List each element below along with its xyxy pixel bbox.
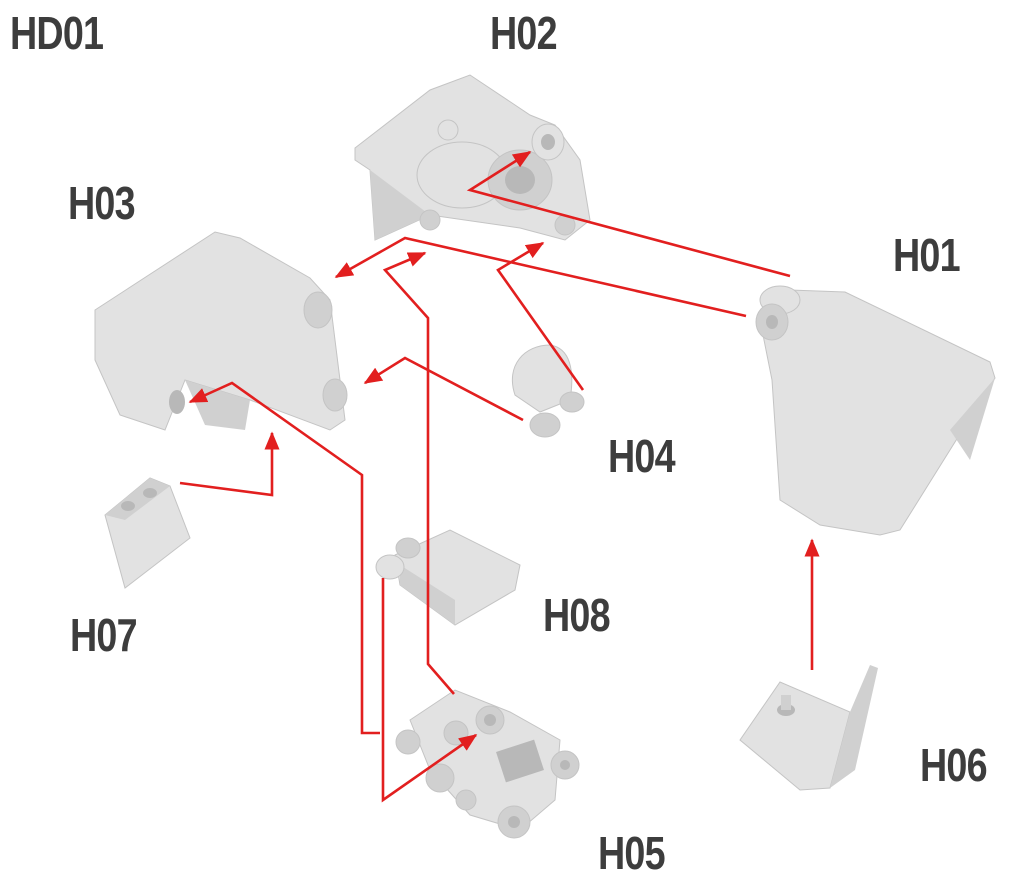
connector-h07-h03: [179, 431, 280, 497]
label-h07: H07: [70, 609, 138, 661]
part-h03: [94, 231, 348, 431]
part-h05: [395, 689, 580, 839]
connector-h04-h02: [496, 241, 585, 391]
part-h07: [104, 477, 191, 589]
label-h01: H01: [893, 229, 961, 281]
label-h04: H04: [608, 430, 676, 482]
connector-h01-h02: [466, 150, 791, 278]
connector-h05-h03: [188, 381, 380, 735]
part-h04: [511, 344, 585, 438]
part-h06: [739, 665, 878, 791]
label-h03: H03: [68, 177, 136, 229]
connector-h05-h08: [426, 533, 455, 695]
label-h08: H08: [543, 589, 611, 641]
label-h02: H02: [490, 7, 558, 59]
diagram-title: HD01: [10, 7, 104, 59]
connector-lines: [179, 150, 820, 803]
connector-h08-h02: [382, 251, 430, 533]
connector-h04-h03: [363, 356, 524, 422]
part-h02: [354, 74, 591, 241]
label-h05: H05: [598, 827, 666, 879]
part-h08: [375, 529, 521, 626]
part-h01: [755, 285, 996, 536]
connector-h08-h05: [381, 578, 478, 803]
label-h06: H06: [920, 739, 988, 791]
connector-h01-h03: [334, 236, 747, 318]
